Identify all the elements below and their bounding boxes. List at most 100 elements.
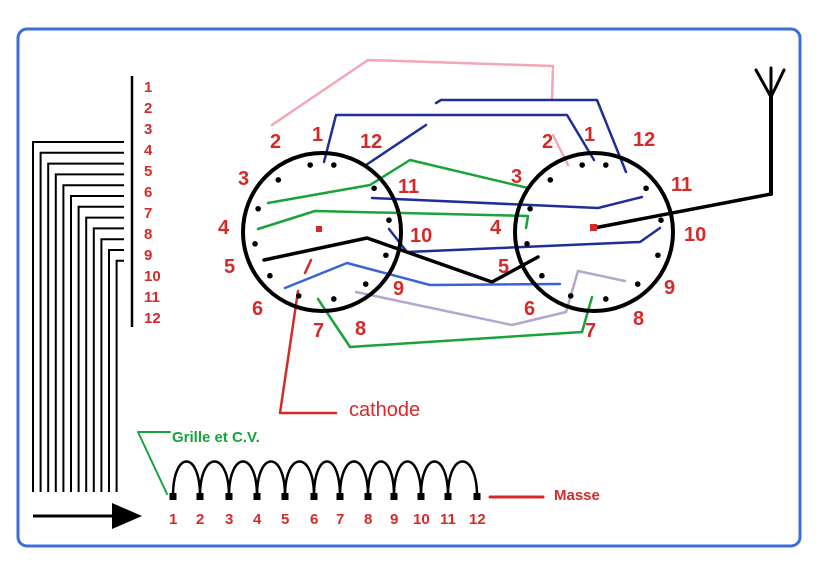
coil-turn [312,460,342,497]
coil-tap-label: 1 [169,511,177,528]
coil-tap [169,493,177,500]
coil-turn [446,460,479,497]
pin-label: 10 [684,224,706,246]
coil-turn [366,460,396,497]
pin-label: 4 [218,217,230,239]
wire-green-grid [137,431,171,495]
coil-tap-label: 11 [440,511,456,528]
selector-stairs [32,141,124,492]
coil-tap-label: 8 [364,511,372,528]
coil-tap-label: 9 [390,511,398,528]
antenna-icon [754,66,786,196]
stair-line [85,216,124,492]
pin-label: 4 [490,217,502,239]
masse-label: Masse [554,487,600,504]
tube-pin [539,272,545,279]
pin-label: 7 [313,320,324,342]
scale-label: 5 [144,163,152,180]
coil-turn [227,460,259,497]
tube-pin [275,177,282,183]
pin-label: 6 [524,298,535,320]
arrow-right-icon [33,503,142,529]
diagram-frame [16,27,802,548]
coil-tap [444,493,452,500]
stair-line [70,195,124,492]
coil-turn [392,460,423,497]
coil-tap-label: 2 [196,511,204,528]
stair-line [54,173,124,492]
pin-label: 2 [542,131,553,153]
coil-tap [196,493,204,500]
coil-tap-label: 6 [310,511,318,528]
coil-tap-label: 5 [281,511,289,528]
grille-label: Grille et C.V. [172,429,260,446]
coil-tap [253,493,261,500]
wire-navy-2 [434,98,628,174]
coil-tap-label: 10 [413,511,430,528]
coil-tap [390,493,398,500]
coil-turn [198,460,231,497]
coil-taps [169,493,481,500]
scale-label: 3 [144,121,152,138]
pin-label: 2 [270,131,281,153]
wire-pink [270,58,555,127]
pin-label: 8 [355,318,366,340]
stair-line [32,141,124,492]
coil-turn [283,460,316,497]
tube-pin [603,296,609,302]
tube-pin [567,293,574,299]
tube-pin [579,162,585,168]
stair-line [62,184,124,492]
tube-pin [371,185,377,192]
tube-right-center-marker [590,224,597,231]
pin-label: 5 [224,256,235,278]
pin-label: 3 [511,166,522,188]
coil-turn [255,460,287,497]
tube-left-pins [252,162,392,302]
tube-pin [658,217,664,223]
scale-label: 2 [144,100,152,117]
scale-label: 6 [144,184,152,201]
wire-red-cathode [278,289,338,415]
stair-line [115,259,124,492]
tube-pin [634,281,641,287]
wire-navy-3 [364,123,428,167]
tube-pin [383,252,389,259]
tube-pin [655,252,661,259]
tube-left-envelope [241,151,403,313]
wire-green-2 [256,209,530,231]
tube-pin [295,293,302,299]
tube-right-envelope [513,151,675,313]
wire-black-1 [262,236,540,284]
tube-pin [255,205,261,212]
wire-lavender [354,269,627,327]
tube-pin [331,162,337,168]
stair-line [108,249,124,492]
tube-pin [362,281,369,287]
scale-label: 7 [144,205,152,222]
stair-line [77,205,124,492]
pin-label: 12 [360,131,382,153]
wire-green-1 [266,158,530,205]
coil-tap [417,493,425,500]
coil-turn [419,460,450,497]
scale-label: 12 [144,310,161,327]
stair-line [47,162,124,492]
pin-label: 10 [410,225,432,247]
pin-label: 1 [312,124,323,146]
coil-tap [225,493,233,500]
coil [171,460,479,497]
coil-tap [281,493,289,500]
wires [137,58,773,499]
coil-tap [364,493,372,500]
scale-label: 4 [144,142,153,159]
tube-pin [386,217,392,223]
tube-pin [643,185,649,192]
scale-label: 1 [144,79,152,96]
